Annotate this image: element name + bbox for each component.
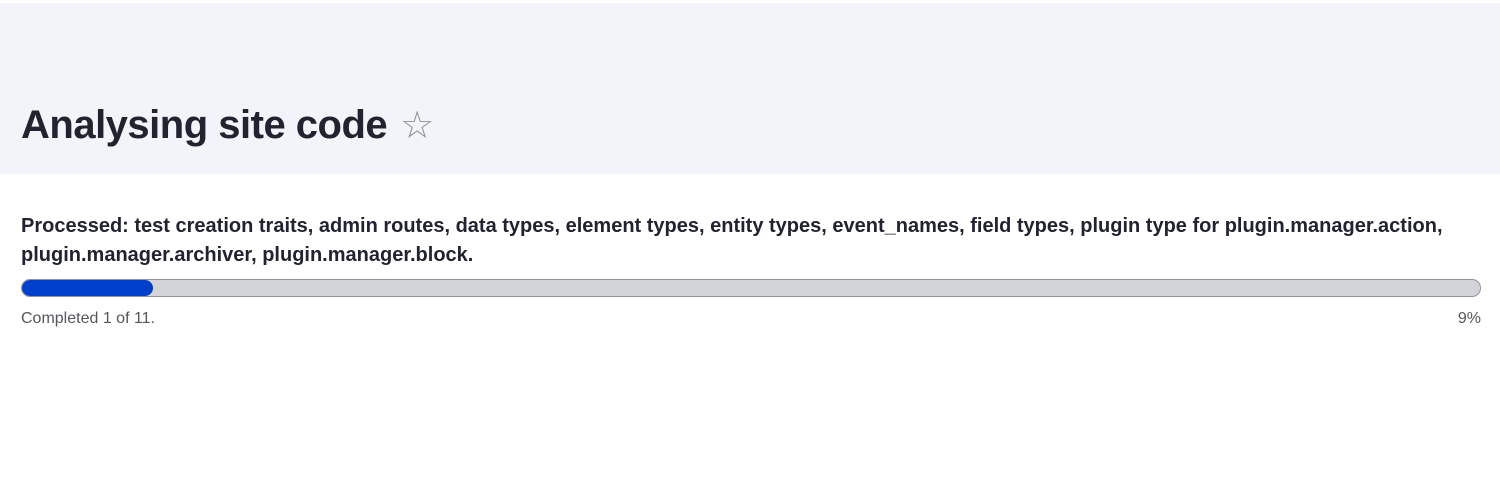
page-title: Analysing site code xyxy=(21,103,388,147)
title-row: Analysing site code ☆ xyxy=(21,101,434,149)
star-icon[interactable]: ☆ xyxy=(400,103,435,147)
progress-message: Processed: test creation traits, admin r… xyxy=(21,215,1443,266)
progress-status: Completed 1 of 11. xyxy=(21,310,156,327)
top-strip xyxy=(0,0,1500,3)
progress-bar-fill xyxy=(22,280,154,296)
progress-percentage: 9% xyxy=(1457,310,1481,327)
progress-bar xyxy=(21,279,1481,297)
main-content: Processed: test creation traits, admin r… xyxy=(0,174,1500,329)
page-header: Analysing site code ☆ xyxy=(0,3,1500,174)
progress-meta: Completed 1 of 11. 9% xyxy=(21,309,1481,329)
